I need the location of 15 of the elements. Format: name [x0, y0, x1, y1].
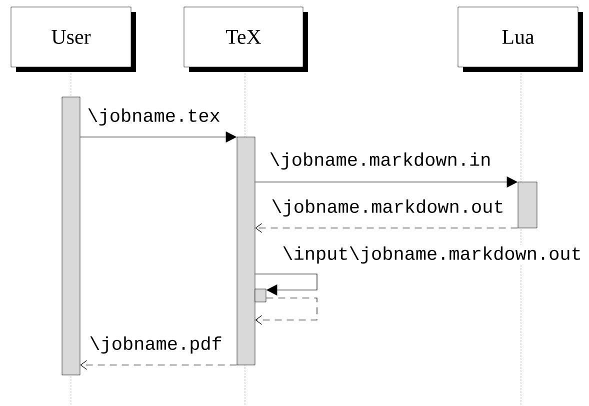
- arrow: [80, 360, 238, 370]
- edge-label: \jobname.markdown.in: [268, 151, 492, 171]
- participant-box: Lua: [458, 6, 583, 72]
- participant-box: User: [10, 6, 136, 72]
- arrow: [254, 274, 318, 296]
- activation-bar: [518, 182, 538, 228]
- arrow: [255, 223, 518, 233]
- participant-box: TeX: [184, 6, 308, 72]
- activation-bar: [62, 96, 80, 376]
- edge-label: \jobname.tex: [86, 107, 222, 127]
- edge-label: \input\jobname.markdown.out: [281, 245, 583, 265]
- edge-label: \jobname.markdown.out: [270, 198, 506, 218]
- edge-label: \jobname.pdf: [88, 335, 224, 355]
- arrow: [255, 298, 318, 325]
- activation-bar: [254, 288, 266, 302]
